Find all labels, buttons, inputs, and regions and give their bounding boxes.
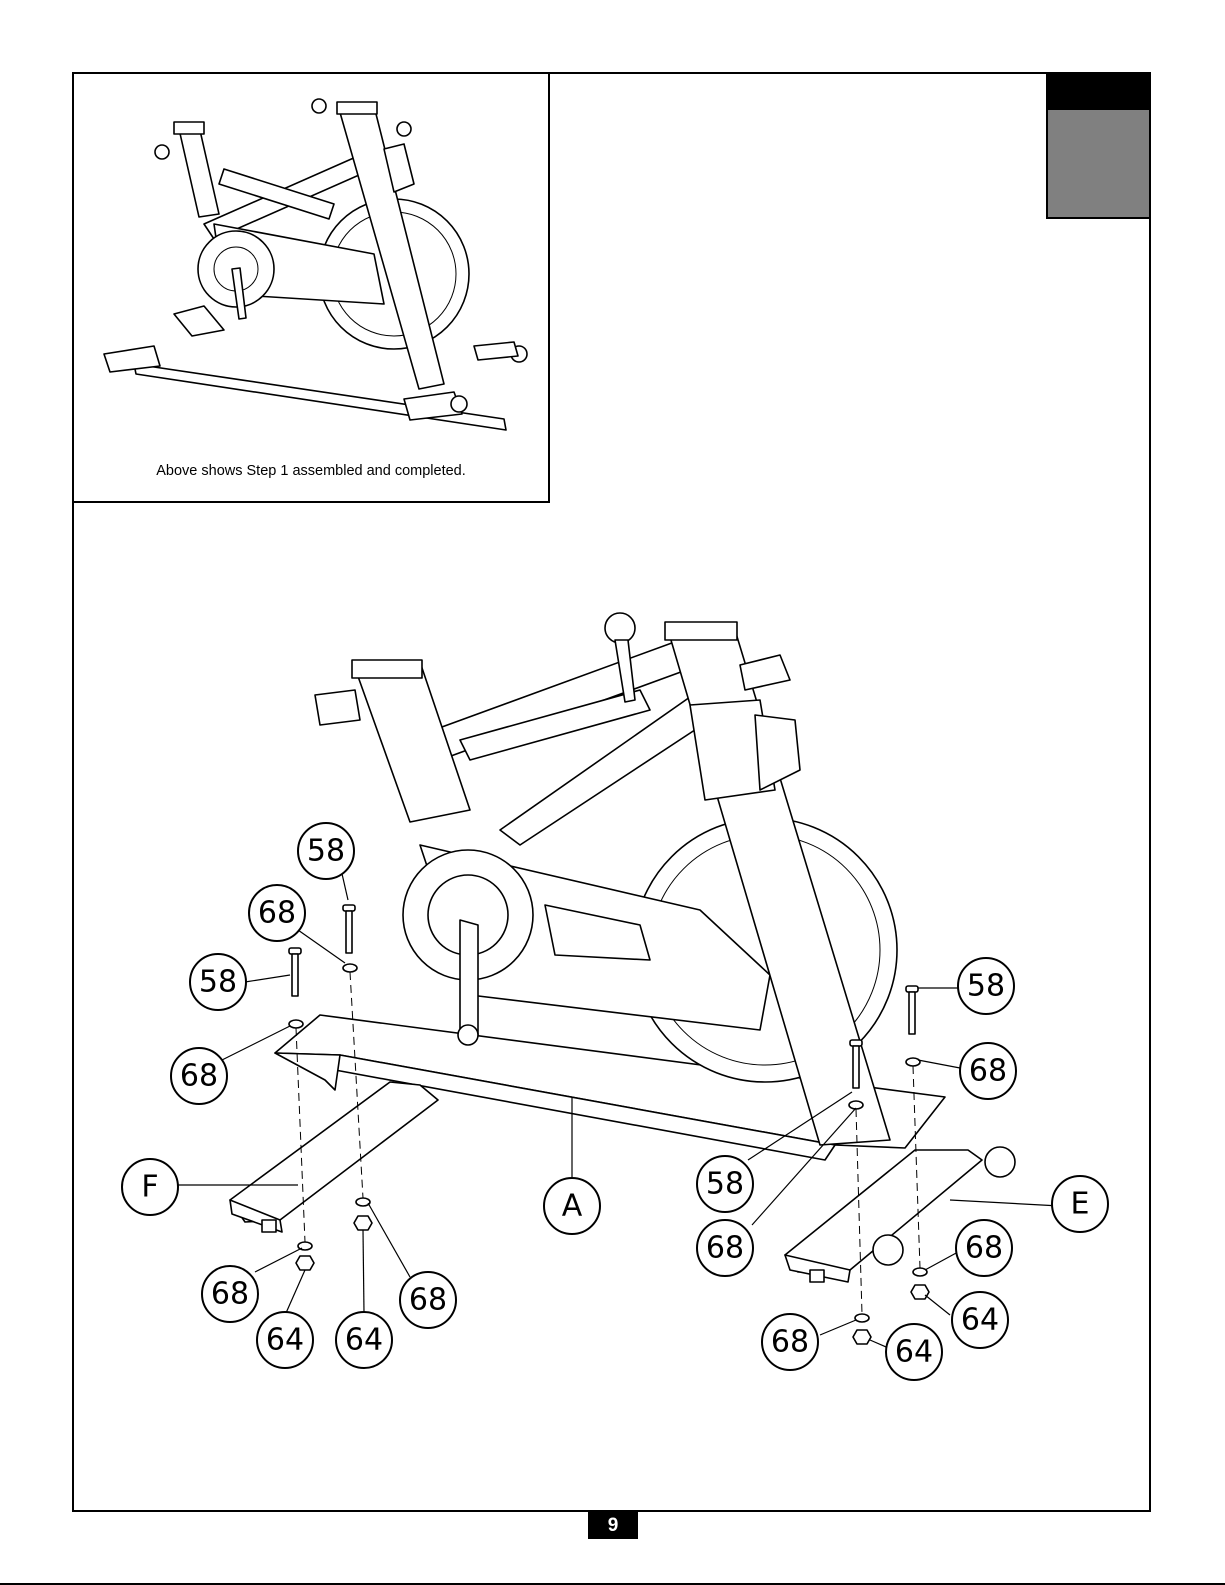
- svg-text:64: 64: [266, 1323, 304, 1358]
- callout-a: A: [544, 1178, 600, 1234]
- svg-text:68: 68: [258, 896, 296, 931]
- callout-68: 68: [202, 1266, 258, 1322]
- bolt-58-right-rear: [906, 986, 918, 1034]
- svg-text:68: 68: [409, 1283, 447, 1318]
- callout-f: F: [122, 1159, 178, 1215]
- svg-text:F: F: [141, 1170, 158, 1205]
- callout-64: 64: [952, 1292, 1008, 1348]
- svg-text:58: 58: [706, 1167, 744, 1202]
- svg-text:E: E: [1071, 1187, 1090, 1222]
- callout-68: 68: [171, 1048, 227, 1104]
- callout-64: 64: [257, 1312, 313, 1368]
- bolt-58-left-front: [289, 948, 301, 996]
- svg-text:58: 58: [199, 965, 237, 1000]
- callout-68: 68: [762, 1314, 818, 1370]
- svg-text:68: 68: [965, 1231, 1003, 1266]
- svg-text:58: 58: [307, 834, 345, 869]
- crank-arm: [460, 920, 478, 1035]
- bolt-58-left-rear: [343, 905, 355, 953]
- callout-58: 58: [958, 958, 1014, 1014]
- callout-68: 68: [697, 1220, 753, 1276]
- svg-text:68: 68: [969, 1054, 1007, 1089]
- callout-58: 58: [298, 823, 354, 879]
- svg-text:64: 64: [961, 1303, 999, 1338]
- callout-64: 64: [886, 1324, 942, 1380]
- callout-68: 68: [249, 885, 305, 941]
- pedal-spindle: [458, 1025, 478, 1045]
- svg-text:68: 68: [706, 1231, 744, 1266]
- svg-text:68: 68: [771, 1325, 809, 1360]
- page-number: 9: [588, 1512, 638, 1539]
- callout-68: 68: [960, 1043, 1016, 1099]
- svg-text:58: 58: [967, 969, 1005, 1004]
- callout-e: E: [1052, 1176, 1108, 1232]
- svg-text:68: 68: [180, 1059, 218, 1094]
- seat-post: [315, 660, 470, 822]
- svg-text:64: 64: [895, 1335, 933, 1370]
- svg-text:64: 64: [345, 1323, 383, 1358]
- callout-58: 58: [190, 954, 246, 1010]
- rear-stabilizer-f: [230, 1082, 438, 1232]
- svg-text:A: A: [562, 1189, 583, 1224]
- callout-64: 64: [336, 1312, 392, 1368]
- callout-68: 68: [956, 1220, 1012, 1276]
- callout-58: 58: [697, 1156, 753, 1212]
- callout-68: 68: [400, 1272, 456, 1328]
- svg-text:68: 68: [211, 1277, 249, 1312]
